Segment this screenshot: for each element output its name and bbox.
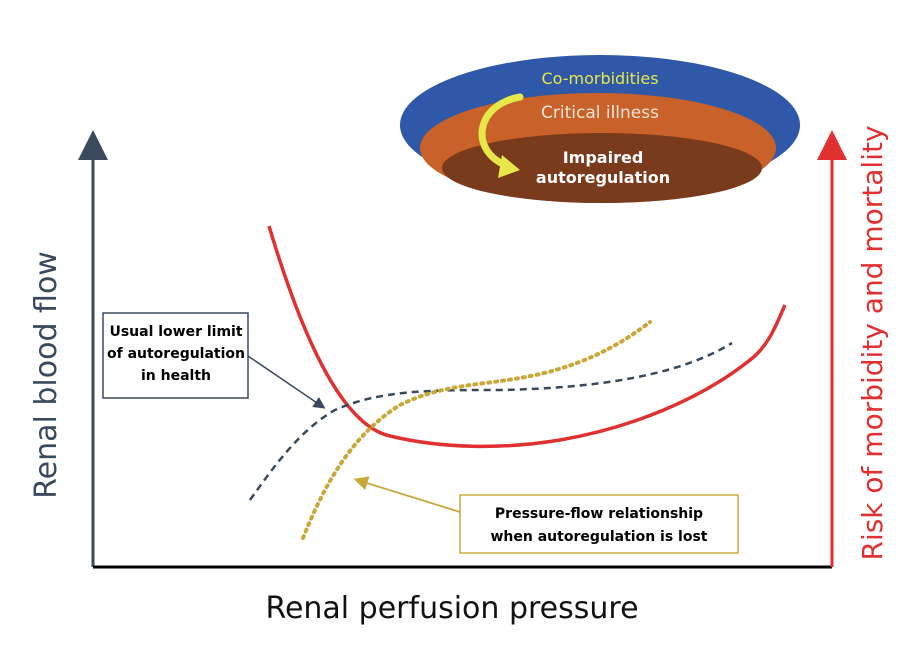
lower-limit-callout-line2: of autoregulation: [107, 346, 245, 362]
lost-autoregulation-curve: [301, 320, 652, 540]
lower-limit-callout-line3: in health: [141, 368, 211, 384]
right-y-axis-label: Risk of morbidity and mortality: [856, 125, 889, 560]
left-y-axis-label: Renal blood flow: [29, 251, 64, 499]
layer-inner-label-line2: autoregulation: [536, 168, 670, 187]
autoregulation-curve: [248, 341, 733, 501]
layer-inner-label-line1: Impaired: [563, 148, 644, 167]
lower-limit-callout-arrow: [247, 355, 326, 409]
layer-outer-label: Co-morbidities: [541, 69, 658, 88]
lost-relationship-callout-box: [459, 494, 739, 554]
curved-arrow-icon: [478, 93, 524, 169]
risk-curve: [267, 225, 787, 449]
layer-middle-label: Critical illness: [541, 103, 659, 123]
curved-arrow-head-icon: [498, 155, 520, 178]
x-axis-label: Renal perfusion pressure: [265, 591, 638, 626]
lost-relationship-callout-arrow: [353, 476, 461, 513]
lost-relationship-callout-line1: Pressure-flow relationship: [495, 506, 703, 522]
lost-relationship-callout-line2: when autoregulation is lost: [491, 529, 708, 545]
lower-limit-callout-line1: Usual lower limit: [109, 324, 242, 340]
layer-inner-ellipse: [442, 133, 762, 203]
lower-limit-callout-box: [102, 312, 249, 399]
